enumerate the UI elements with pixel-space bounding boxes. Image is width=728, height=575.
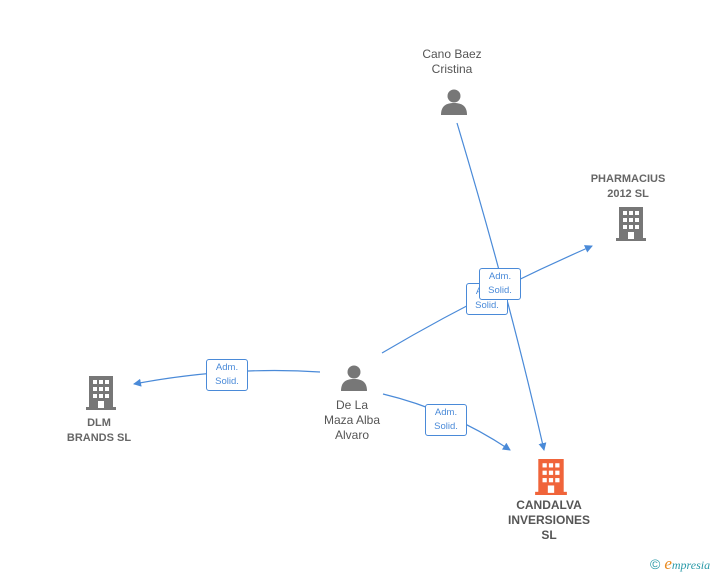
node-label-candalva: CANDALVA INVERSIONES SL [507, 498, 591, 542]
node-label-delamaza: De La Maza Alba Alvaro [323, 398, 381, 442]
edge-badge-delamaza-dlm[interactable]: Adm. Solid. [206, 359, 248, 391]
building-icon[interactable] [86, 376, 116, 410]
edge-badge-cano-candalva[interactable]: Adm. Solid. [479, 268, 521, 300]
copyright-icon: © [650, 556, 661, 572]
node-label-cano: Cano Baez Cristina [422, 47, 482, 76]
person-icon[interactable] [340, 364, 368, 392]
brand-logo[interactable]: ©empresia [650, 554, 710, 574]
brand-first-letter: e [664, 554, 672, 573]
node-label-pharmacius: PHARMACIUS 2012 SL [590, 173, 666, 200]
person-icon[interactable] [440, 88, 468, 116]
node-label-dlm: DLM BRANDS SL [66, 417, 132, 444]
building-icon-main[interactable] [535, 459, 567, 495]
edge-badge-delamaza-candalva[interactable]: Adm. Solid. [425, 404, 467, 436]
building-icon[interactable] [616, 207, 646, 241]
brand-name: mpresia [671, 558, 711, 572]
